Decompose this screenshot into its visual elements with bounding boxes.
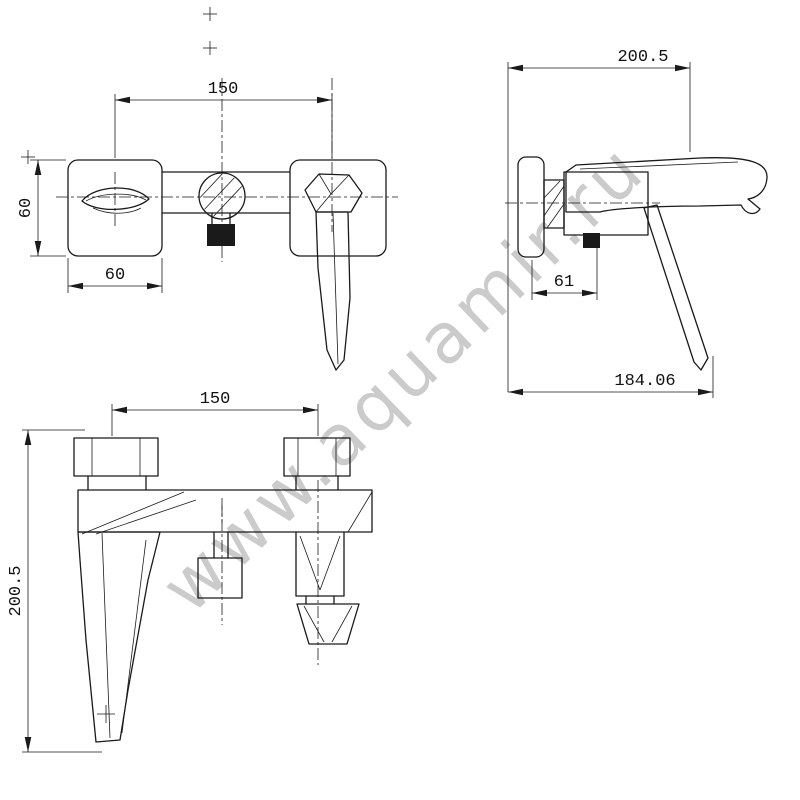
dim-label-150-bottom: 150 <box>200 390 231 409</box>
dim-label-60-width: 60 <box>105 266 125 285</box>
side-view <box>505 156 768 371</box>
diverter-hatching <box>200 174 244 218</box>
front-view <box>56 78 398 371</box>
body-side <box>563 171 649 236</box>
side-view-dimensions: 200.5 61 184.06 <box>507 48 714 398</box>
diverter-pull <box>207 224 235 246</box>
dim-label-200-5-height: 200.5 <box>7 565 26 616</box>
diverter-pull-side <box>583 233 600 248</box>
handle-arm-side <box>643 204 709 371</box>
dim-label-60-height: 60 <box>17 198 36 218</box>
dim-label-61: 61 <box>554 273 574 292</box>
dim-label-200-5-depth: 200.5 <box>617 48 668 67</box>
mounting-nut-right <box>283 437 351 477</box>
diverter-knob <box>198 172 246 220</box>
bottom-view <box>73 437 373 743</box>
mounting-nut-left <box>73 437 159 477</box>
handle-lever-large <box>77 531 161 743</box>
datum-marks <box>21 7 217 164</box>
front-view-dimensions: 150 60 60 <box>17 80 333 293</box>
body-front <box>77 489 373 533</box>
aerator-cone <box>296 603 360 645</box>
bottom-view-dimensions: 150 200.5 <box>7 390 319 753</box>
handle-lever-front <box>315 211 351 371</box>
dim-label-150-front: 150 <box>208 80 239 99</box>
wall-plate-left <box>67 159 163 257</box>
wall-plate-right <box>289 159 387 257</box>
shower-outlet <box>197 557 243 599</box>
dim-label-184-06: 184.06 <box>614 372 675 391</box>
outlet-lens <box>81 187 150 211</box>
